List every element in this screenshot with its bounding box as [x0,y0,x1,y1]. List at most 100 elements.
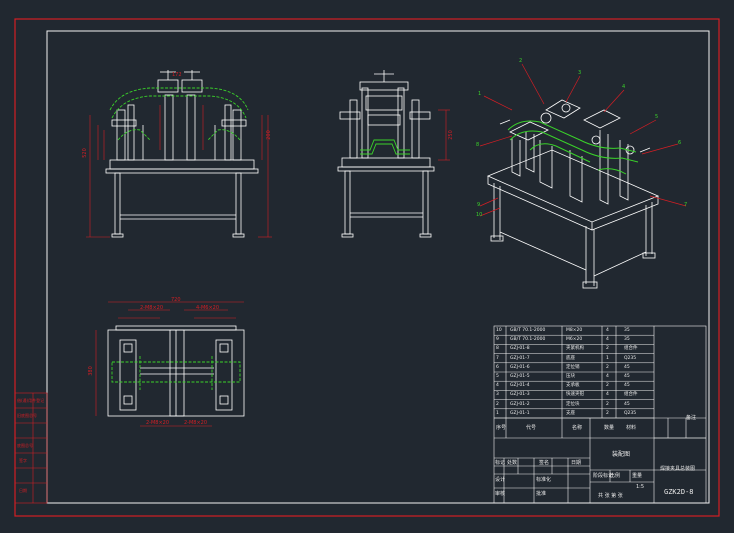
parts-row-cell: GB/T 70.1-2000 [510,328,546,333]
parts-header-remark: 备注 [686,415,697,421]
parts-row-cell: 2 [496,401,499,407]
side-view-workpiece [360,139,410,155]
parts-row-cell: 2 [606,401,609,407]
parts-row-cell: 45 [624,383,630,389]
front-dim-top: 172 [172,72,182,78]
parts-row-cell: 45 [624,401,630,407]
parts-row-cell: 支座 [566,410,575,416]
left-strip-label-2: 旧底图总号 [17,413,37,418]
parts-row-cell: M8×20 [566,328,583,333]
title-scale-value: 1:5 [636,484,645,490]
parts-row-cell: 4 [606,328,609,333]
parts-row-cell: 组合件 [624,346,638,352]
title-drawing-name: 焊接夹具总装图 [660,466,696,472]
title-mark: 标记 [495,460,506,466]
parts-row-cell: 快速夹钳 [566,392,584,398]
balloon-3: 3 [578,70,582,76]
left-strip-label-3: 底图总号 [17,443,33,448]
parts-row-cell: 4 [606,392,609,398]
title-block-grid [493,325,707,504]
parts-header-material: 材料 [626,425,637,431]
title-sheet: 共 张 第 张 [598,493,623,499]
parts-row-cell: 4 [606,337,609,343]
title-drawing-code: GZK2D-8 [664,488,694,496]
plan-view-dimensions [95,301,244,427]
parts-row-cell: 3 [496,392,499,398]
parts-row-cell: M6×20 [566,337,583,343]
plan-dim-left: 380 [87,366,94,376]
title-weight: 重量 [632,473,643,479]
plan-dim-bottom-left: 2-M8×20 [146,420,170,426]
parts-row-cell: 5 [496,374,499,379]
parts-header-name: 名称 [572,425,583,431]
plan-dim-bottom-right: 2-M8×20 [184,420,208,426]
title-stage: 阶段标记 [593,473,614,479]
parts-row-cell: GB/T 70.1-2000 [510,337,546,343]
left-strip-label-5: 日期 [19,488,27,493]
side-dim-right: 250 [447,130,454,140]
parts-header-no: 序号 [496,425,507,431]
left-strip-label-1: 借(通)用件登记 [17,398,45,403]
front-dim-left: 520 [81,148,88,158]
front-dim-right: 200 [265,130,272,140]
parts-row-cell: 支承板 [566,383,580,389]
title-count: 处数 [507,460,518,466]
isometric-view [486,99,660,289]
parts-row-cell: 2 [606,364,609,370]
parts-row-cell: 45 [624,364,630,370]
balloon-2: 2 [519,58,523,64]
parts-row-cell: GZJ-01-5 [510,374,530,379]
parts-row-cell: GZJ-01-2 [510,401,530,407]
parts-row-cell: 4 [606,374,609,379]
parts-row-cell: 9 [496,337,499,343]
left-strip-grid [14,392,48,504]
title-assembly-label: 装配图 [612,451,631,458]
balloon-7: 7 [684,202,688,208]
balloon-10: 10 [476,212,483,218]
parts-row-cell: GZJ-01-6 [510,364,530,370]
parts-header-qty: 数量 [604,425,615,431]
parts-row-cell: 6 [496,364,499,370]
balloon-8: 8 [476,142,480,148]
balloon-4: 4 [622,84,626,90]
left-strip-label-4: 签字 [19,458,27,463]
parts-row-cell: Q235 [624,410,637,416]
parts-row-cell: 2 [606,383,609,389]
title-designer: 设计 [495,477,506,483]
isometric-workpiece [507,120,639,175]
parts-row-cell: 45 [624,374,630,379]
plan-view [107,325,245,417]
isometric-leaders [479,63,687,217]
parts-row-cell: 定位销 [566,364,580,370]
balloon-1: 1 [478,91,482,97]
parts-row-cell: 2 [606,346,609,352]
parts-row-cell: 定位块 [566,401,580,407]
parts-row-cell: 2 [606,410,609,416]
parts-row-cell: GZJ-01-4 [510,383,530,389]
parts-row-cell: 1 [606,355,609,361]
parts-row-cell: 8 [496,346,499,352]
parts-row-cell: GZJ-01-1 [510,410,530,416]
parts-row-cell: Q235 [624,355,637,361]
parts-row-cell: GZJ-01-3 [510,392,530,398]
balloon-6: 6 [678,140,682,146]
parts-row-cell: 1 [496,410,499,416]
plan-view-workpiece [111,356,241,390]
balloon-5: 5 [655,114,659,120]
parts-row-cell: 组合件 [624,392,638,398]
plan-dim-top-right: 4-M6×20 [196,305,220,311]
parts-row-cell: 10 [496,328,502,333]
title-standard: 标准化 [536,477,552,483]
side-view [337,70,435,238]
parts-row-cell: 35 [624,328,630,333]
parts-row-cell: GZJ-01-8 [510,346,530,352]
parts-row-cell: 压块 [566,374,575,379]
sheet-outer-border [14,18,720,517]
parts-row-cell: GZJ-01-7 [510,355,530,361]
front-view [105,70,259,238]
title-signature: 签名 [539,460,550,466]
parts-row-cell: 4 [496,383,499,389]
front-view-workpiece [109,87,249,141]
title-scale-label: 比例 [610,473,621,479]
